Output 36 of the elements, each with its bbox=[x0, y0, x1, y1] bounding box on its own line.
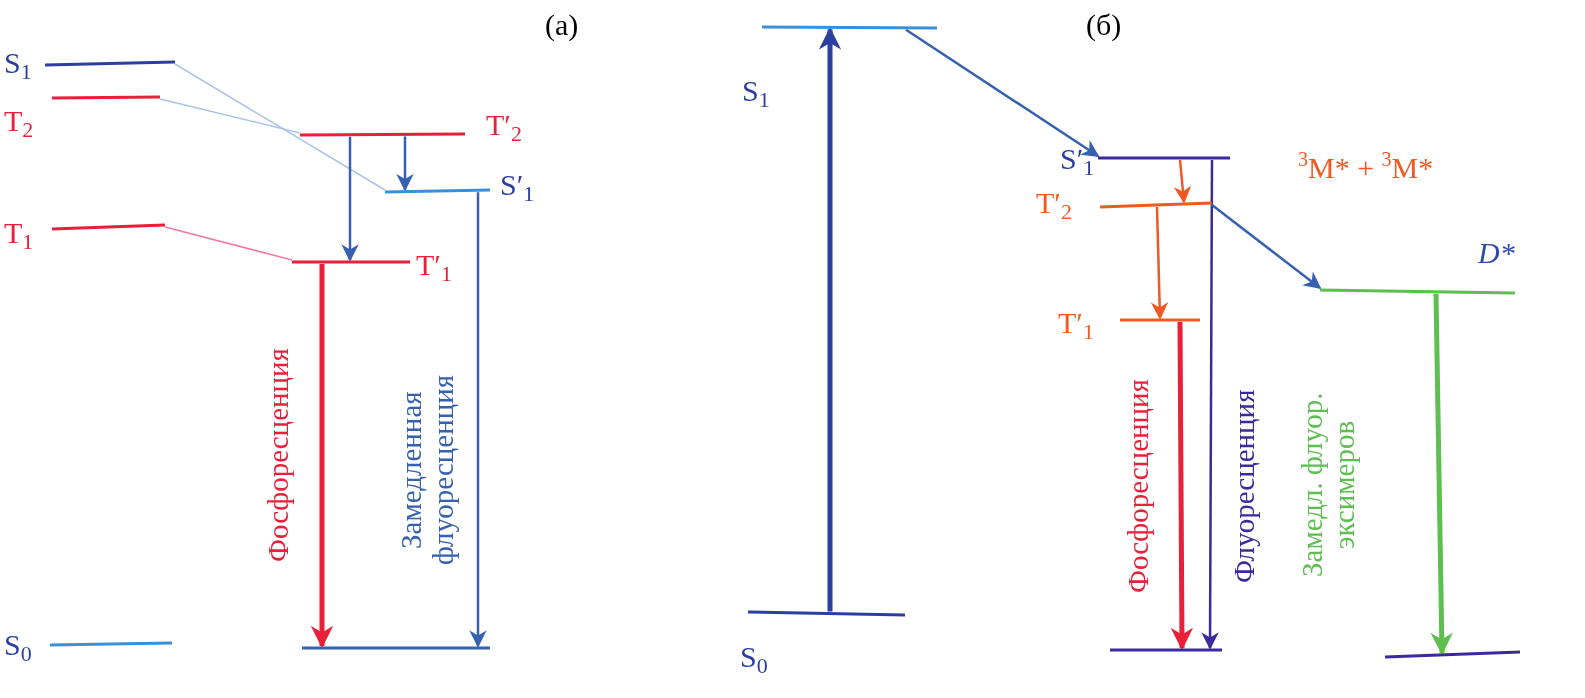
arrow bbox=[1430, 293, 1453, 656]
level-label: D* bbox=[1478, 236, 1515, 270]
arrow bbox=[1173, 159, 1192, 204]
level-label: S$_{1}$ bbox=[4, 46, 32, 86]
arrow bbox=[341, 136, 359, 262]
level-label: T′$_{2}$ bbox=[1036, 186, 1072, 226]
level-label: T$_{1}$ bbox=[4, 216, 34, 256]
arrow bbox=[818, 27, 842, 612]
edge-label: Замедленная флуоресценция bbox=[395, 373, 460, 568]
arrow bbox=[1211, 204, 1322, 290]
level-label: T′$_{1}$ bbox=[416, 248, 452, 288]
edge-label: Фосфоресценция bbox=[262, 347, 295, 564]
level-label: T′$_{2}$ bbox=[486, 108, 522, 148]
arrow bbox=[310, 264, 334, 649]
level-label: S$_{0}$ bbox=[4, 628, 32, 668]
arrow bbox=[396, 136, 414, 192]
arrow bbox=[1201, 160, 1219, 650]
edge-label: Фосфоресценция bbox=[1122, 378, 1155, 595]
arrow bbox=[905, 28, 1100, 158]
edge-label: Флуоресценция bbox=[1228, 388, 1261, 585]
arrow bbox=[1170, 322, 1194, 651]
panel-label: (а) bbox=[545, 8, 579, 42]
level-label: S′$_{1}$ bbox=[1060, 142, 1095, 182]
arrow bbox=[1150, 206, 1169, 320]
level-label: T′$_{1}$ bbox=[1058, 306, 1094, 346]
arrow bbox=[469, 192, 487, 648]
panel-label: (б) bbox=[1086, 8, 1122, 42]
level-label: S′$_{1}$ bbox=[500, 168, 535, 208]
state-label: $^{3}$M* + $^{3}$M* bbox=[1298, 147, 1434, 185]
level-label: T$_{2}$ bbox=[4, 104, 34, 144]
connector-line bbox=[164, 226, 293, 261]
connector-line bbox=[159, 98, 301, 134]
level-label: S$_{0}$ bbox=[740, 640, 768, 680]
edge-label: Замедл. флуор. эксимеров bbox=[1296, 391, 1361, 580]
level-label: S$_{1}$ bbox=[742, 74, 770, 114]
connector-line bbox=[174, 63, 386, 191]
